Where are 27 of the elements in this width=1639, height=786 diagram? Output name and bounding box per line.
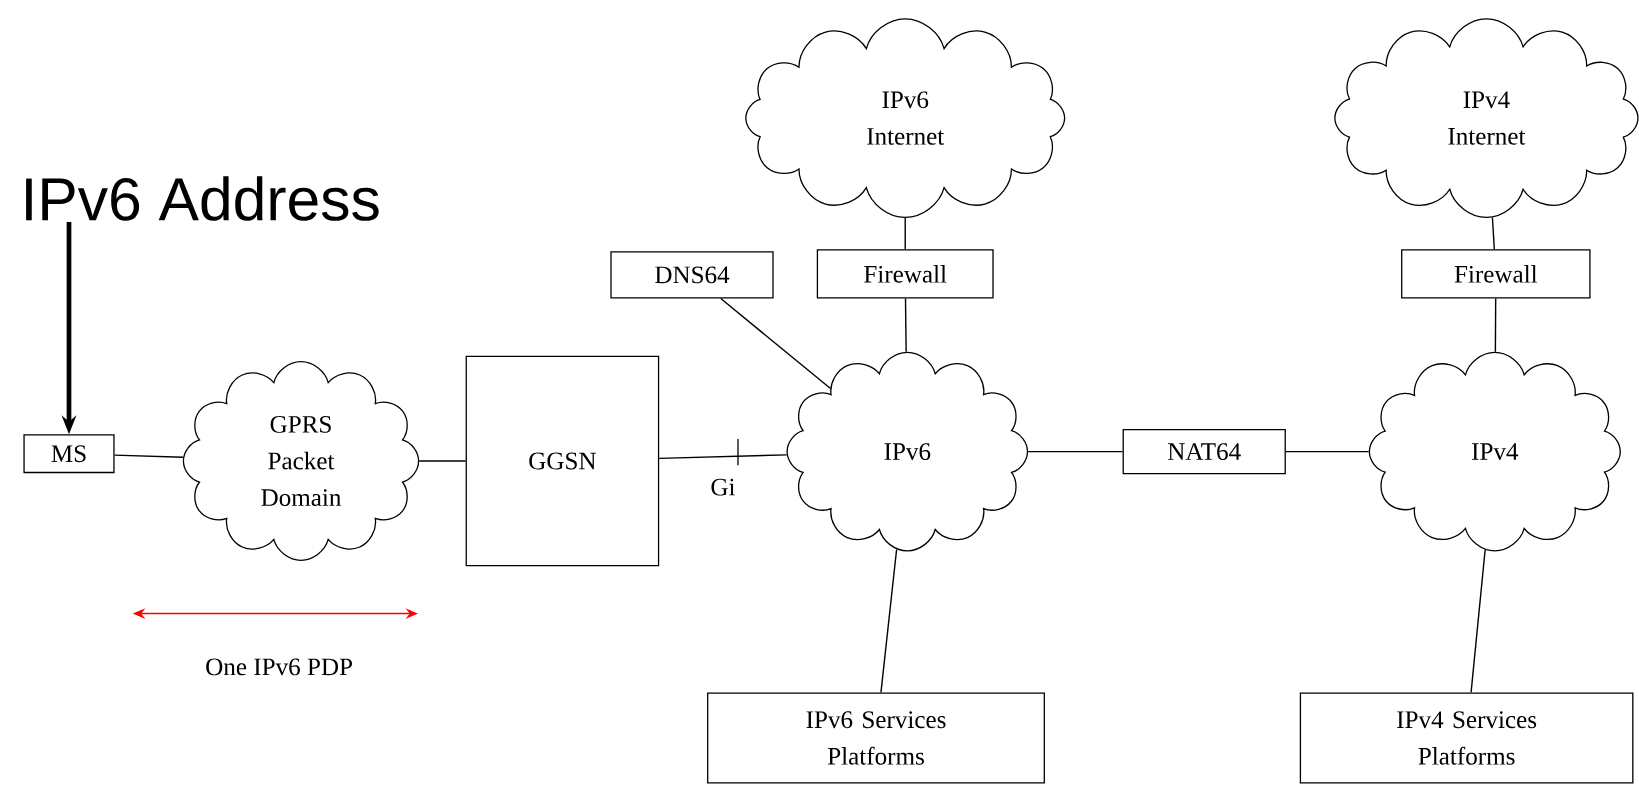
connector-line: [904, 217, 906, 250]
connector-line: [113, 454, 184, 458]
address-label: IPv6 Address: [26, 176, 379, 221]
network-box: IPv6 Services Platforms: [707, 692, 1045, 784]
network-box: GGSN: [465, 355, 660, 567]
note-text: One IPv6 PDP: [206, 658, 352, 676]
connector-line: [904, 297, 907, 353]
network-cloud: GPRS Packet Domain: [182, 361, 420, 561]
network-cloud: IPv4: [1368, 351, 1621, 552]
network-box: Firewall: [816, 249, 994, 299]
connector-line: [1491, 216, 1496, 250]
connector-line: [1470, 549, 1486, 694]
edge-label: Gi: [709, 477, 737, 497]
network-box: DNS64: [610, 251, 774, 299]
network-box: Firewall: [1401, 249, 1591, 299]
connector-line: [1285, 450, 1370, 453]
network-box: IPv4 Services Platforms: [1299, 692, 1634, 784]
connector-line: [880, 548, 898, 694]
network-box: MS: [23, 434, 115, 474]
network-cloud: IPv6: [786, 351, 1029, 552]
connector-line: [1027, 450, 1124, 453]
network-cloud: IPv4 Internet: [1334, 18, 1639, 219]
connector-line: [1494, 297, 1497, 353]
connector-line: [658, 454, 788, 460]
network-box: NAT64: [1122, 429, 1286, 475]
connector-line: [418, 460, 467, 462]
network-cloud: IPv6 Internet: [745, 18, 1066, 219]
